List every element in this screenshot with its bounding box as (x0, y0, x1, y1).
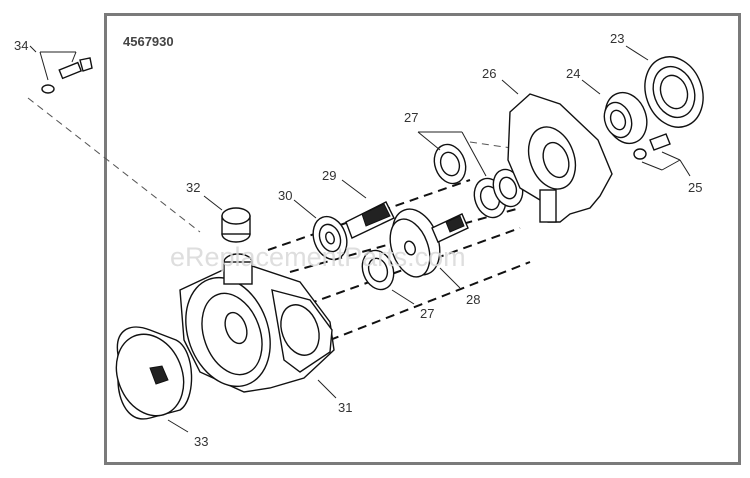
callout-30: 30 (278, 188, 292, 203)
part-31-housing (179, 253, 337, 399)
part-23-bearing (625, 45, 704, 128)
watermark: eReplacementParts.com (170, 242, 466, 272)
callout-26: 26 (482, 66, 496, 81)
callout-27-lower: 27 (420, 306, 434, 321)
callout-29: 29 (322, 168, 336, 183)
callout-24: 24 (566, 66, 580, 81)
part-34-bolt (29, 45, 93, 94)
part-26-end-plate (501, 79, 613, 223)
callout-28: 28 (466, 292, 480, 307)
part-33-cap (115, 326, 193, 433)
part-29-shaft (341, 179, 395, 239)
part-24-bushing (581, 79, 648, 145)
part-28-rotor (389, 208, 469, 289)
callout-labels: 23 24 25 26 27 27 28 29 30 31 32 33 34 (14, 31, 702, 449)
callout-32: 32 (186, 180, 200, 195)
part-30-bearing (293, 199, 348, 261)
callout-25: 25 (688, 180, 702, 195)
callout-34: 34 (14, 38, 28, 53)
part-27-bearing-lower (361, 249, 415, 305)
part-32-plug (203, 195, 251, 243)
callout-27-upper: 27 (404, 110, 418, 125)
callout-33: 33 (194, 434, 208, 449)
part-25-screw (633, 133, 691, 177)
model-number: 4567930 (123, 34, 174, 49)
callout-31: 31 (338, 400, 352, 415)
callout-23: 23 (610, 31, 624, 46)
